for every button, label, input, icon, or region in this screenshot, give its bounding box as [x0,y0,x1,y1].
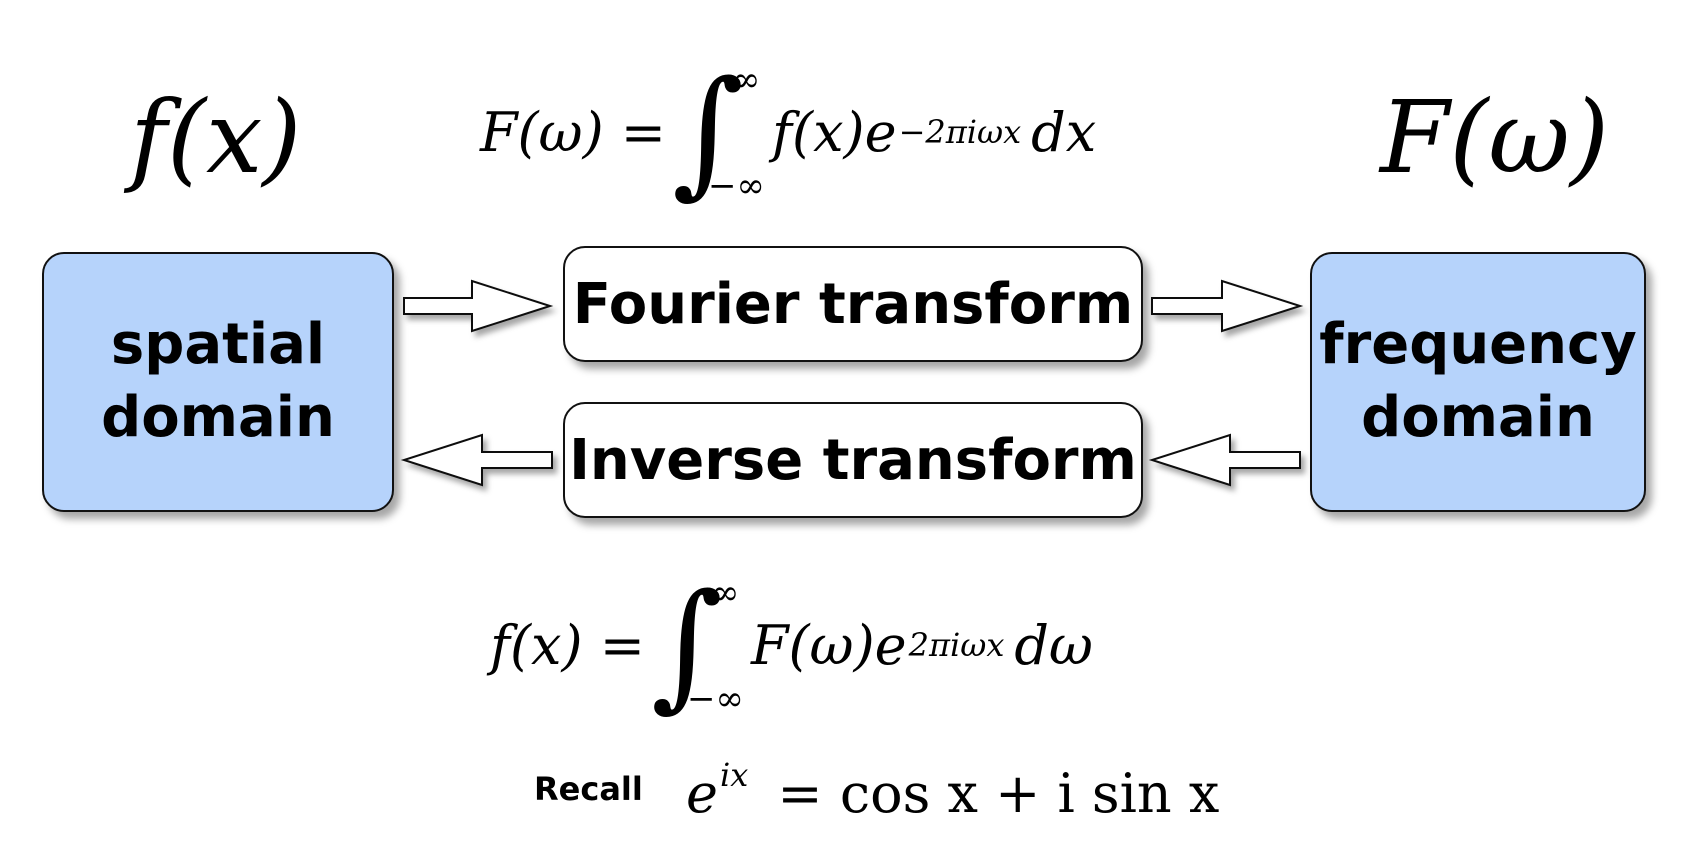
frequency-domain-box: frequency domain [1310,252,1646,512]
fourier-transform-label: Fourier transform [572,271,1134,337]
spatial-function-symbol: f(x) [130,79,302,196]
lower-limit: −∞ [708,166,765,206]
integrand: F(ω)e [751,613,907,677]
fourier-transform-box: Fourier transform [563,246,1143,362]
spatial-domain-box: spatial domain [42,252,394,512]
integral-sign: ∫ ∞ −∞ [672,51,765,212]
spatial-domain-line2: domain [101,385,335,450]
euler-rhs: = cos x + i sin x [777,762,1220,825]
inverse-transform-box: Inverse transform [563,402,1143,518]
exponent: 2πiωx [908,626,1005,664]
formula-lhs: f(x) = [490,613,645,677]
differential: dx [1031,100,1097,164]
integral-sign: ∫ ∞ −∞ [651,564,744,725]
formula-lhs: F(ω) = [480,100,667,164]
upper-limit: ∞ [732,60,761,100]
upper-limit: ∞ [711,573,740,613]
integrand: f(x)e [772,100,897,164]
arrow-fourier-to-frequency [1151,279,1304,333]
frequency-function-symbol: F(ω) [1380,79,1609,196]
frequency-domain-line2: domain [1361,385,1595,450]
euler-base: e [686,762,718,825]
fourier-transform-formula: F(ω) = ∫ ∞ −∞ f(x)e−2πiωx dx [480,51,1097,212]
recall-label: Recall [534,770,643,808]
inverse-transform-label: Inverse transform [569,427,1137,493]
arrow-inverse-to-spatial [400,433,553,487]
spatial-domain-line1: spatial [110,312,326,378]
euler-exponent: ix [719,756,749,794]
euler-formula: eix = cos x + i sin x [686,756,1219,825]
frequency-domain-line1: frequency [1319,312,1637,378]
differential: dω [1014,613,1093,677]
lower-limit: −∞ [687,679,744,719]
arrow-spatial-to-fourier [403,279,554,333]
exponent: −2πiωx [898,113,1022,151]
arrow-frequency-to-inverse [1148,433,1301,487]
